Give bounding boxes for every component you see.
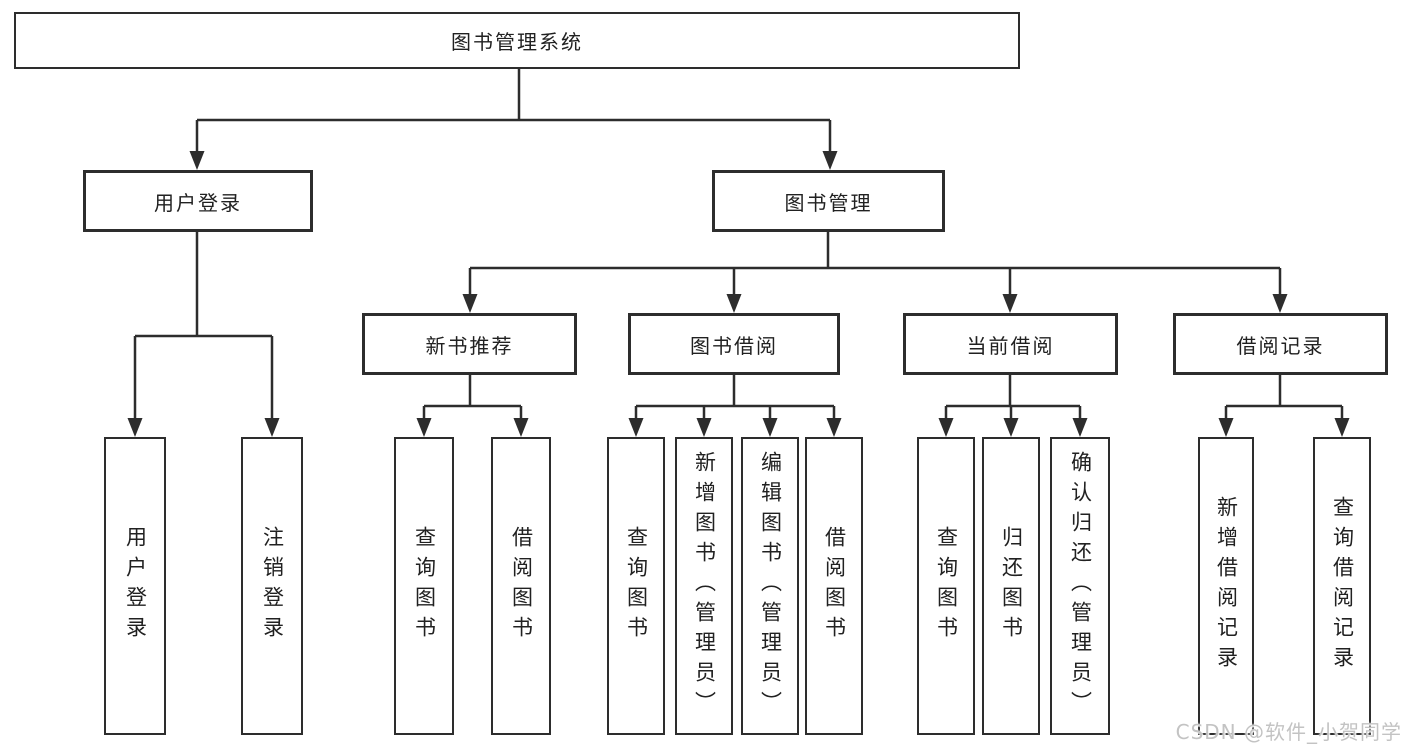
leaf-borrow-books-1: 借阅图书: [491, 437, 551, 735]
leaf-user-login: 用户登录: [104, 437, 166, 735]
arrow-down-icon: [462, 294, 478, 313]
arrow-down-icon: [416, 418, 432, 437]
arrow-down-icon: [1002, 294, 1018, 313]
arrow-down-icon: [1218, 418, 1234, 437]
arrow-down-icon: [826, 418, 842, 437]
node-label: 当前借阅: [966, 333, 1055, 358]
leaf-query-borrow-record: 查询借阅记录: [1313, 437, 1371, 735]
arrow-down-icon: [513, 418, 529, 437]
node-label: 图书管理: [784, 190, 873, 215]
leaf-confirm-return-admin: 确认归还（管理员）: [1050, 437, 1110, 735]
connector-strokes: [133, 69, 1344, 427]
node-borrow-records: 借阅记录: [1173, 313, 1388, 375]
node-label: 新增图书（管理员）: [692, 451, 717, 721]
arrow-down-icon: [1272, 294, 1288, 313]
node-label: 编辑图书（管理员）: [758, 451, 783, 721]
node-label: 注销登录: [260, 526, 285, 646]
node-label: 借阅记录: [1236, 333, 1325, 358]
node-label: 查询图书: [412, 526, 437, 646]
arrow-down-icon: [726, 294, 742, 313]
leaf-add-books-admin: 新增图书（管理员）: [675, 437, 733, 735]
connector-user-login: [133, 232, 274, 427]
connector-new-book: [422, 375, 523, 427]
leaf-edit-books-admin: 编辑图书（管理员）: [741, 437, 799, 735]
node-label: 用户登录: [123, 526, 148, 646]
node-current-borrow: 当前借阅: [903, 313, 1118, 375]
node-label: 确认归还（管理员）: [1068, 451, 1093, 721]
node-new-book-recommend: 新书推荐: [362, 313, 577, 375]
leaf-query-books-3: 查询图书: [917, 437, 975, 735]
arrow-down-icon: [1072, 418, 1088, 437]
arrow-down-icon: [1003, 418, 1019, 437]
node-label: 归还图书: [999, 526, 1024, 646]
arrow-down-icon: [628, 418, 644, 437]
leaf-borrow-books-2: 借阅图书: [805, 437, 863, 735]
connector-borrow: [634, 375, 836, 427]
node-book-management: 图书管理: [712, 170, 945, 232]
node-label: 图书借阅: [690, 333, 778, 358]
arrow-down-icon: [264, 418, 280, 437]
arrowheads: [127, 151, 1350, 437]
node-label: 新书推荐: [425, 333, 514, 358]
connector-current: [944, 375, 1082, 427]
node-label: 借阅图书: [509, 526, 534, 646]
node-user-login-group: 用户登录: [83, 170, 313, 232]
node-label: 查询图书: [934, 526, 959, 646]
arrow-down-icon: [822, 151, 838, 170]
arrow-down-icon: [127, 418, 143, 437]
leaf-return-books: 归还图书: [982, 437, 1040, 735]
node-label: 新增借阅记录: [1214, 496, 1239, 676]
arrow-down-icon: [762, 418, 778, 437]
connector-book-mgmt: [468, 232, 1282, 303]
watermark: CSDN @软件_小贺同学: [1175, 720, 1402, 744]
arrow-down-icon: [1334, 418, 1350, 437]
node-label: 图书管理系统: [451, 30, 583, 54]
leaf-query-books-2: 查询图书: [607, 437, 665, 735]
node-label: 查询借阅记录: [1330, 496, 1355, 676]
leaf-add-borrow-record: 新增借阅记录: [1198, 437, 1254, 735]
arrow-down-icon: [189, 151, 205, 170]
connector-root-rail: [195, 69, 832, 160]
node-label: 用户登录: [154, 190, 242, 215]
node-label: 借阅图书: [822, 526, 847, 646]
leaf-logout: 注销登录: [241, 437, 303, 735]
connector-records: [1224, 375, 1344, 427]
arrow-down-icon: [696, 418, 712, 437]
node-library-system: 图书管理系统: [14, 12, 1020, 69]
arrow-down-icon: [938, 418, 954, 437]
node-label: 查询图书: [624, 526, 649, 646]
node-book-borrow: 图书借阅: [628, 313, 840, 375]
leaf-query-books-1: 查询图书: [394, 437, 454, 735]
